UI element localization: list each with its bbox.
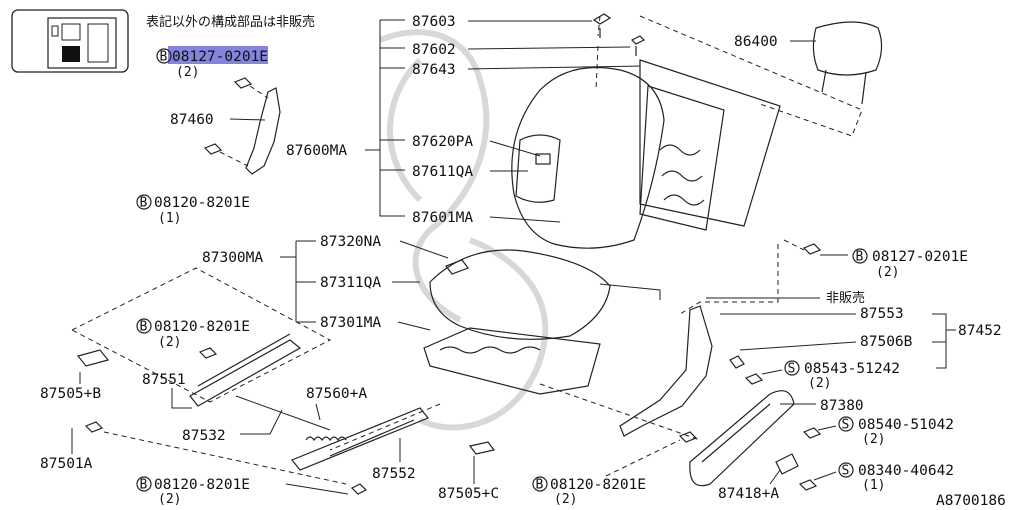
label-87553: 87553 (860, 306, 904, 322)
label-87611QA: 87611QA (412, 164, 473, 180)
fastener-f7-callout[interactable]: S 08340-40642 (1) (838, 462, 954, 493)
label-87300MA: 87300MA (202, 250, 263, 266)
seatback-drawing (511, 59, 781, 249)
label-87301MA: 87301MA (320, 315, 381, 331)
label-87532: 87532 (182, 428, 226, 444)
label-87460: 87460 (170, 112, 214, 128)
svg-text:08127-0201E: 08127-0201E (172, 49, 268, 65)
fastener-f5-callout[interactable]: S 08543-51242 (2) (784, 360, 900, 391)
svg-text:B: B (140, 478, 148, 493)
svg-text:(2): (2) (876, 265, 899, 280)
left-rail-drawing (189, 333, 302, 407)
svg-text:B: B (160, 50, 168, 65)
label-87620PA: 87620PA (412, 134, 473, 150)
svg-text:S: S (842, 418, 850, 433)
svg-text:B: B (140, 196, 148, 211)
fastener-f9-callout[interactable]: B 08120-8201E (2) (136, 476, 250, 507)
svg-text:08127-0201E: 08127-0201E (872, 249, 968, 265)
svg-text:S: S (788, 362, 796, 377)
svg-text:(2): (2) (176, 65, 199, 80)
label-87552: 87552 (372, 466, 416, 482)
label-87452: 87452 (958, 323, 1002, 339)
svg-text:08340-40642: 08340-40642 (858, 463, 954, 479)
svg-text:08120-8201E: 08120-8201E (154, 195, 250, 211)
label-87418A: 87418+A (718, 486, 779, 502)
label-87551: 87551 (142, 372, 186, 388)
watermark (378, 29, 549, 431)
label-87643: 87643 (412, 62, 456, 78)
label-87602: 87602 (412, 42, 456, 58)
svg-text:08543-51242: 08543-51242 (804, 361, 900, 377)
label-87320NA: 87320NA (320, 234, 381, 250)
side-cover-drawing (689, 390, 795, 487)
seat-locator-icon (11, 9, 129, 73)
svg-text:(2): (2) (158, 492, 181, 507)
svg-text:(2): (2) (808, 376, 831, 391)
fastener-f4-callout[interactable]: B 08120-8201E (2) (136, 318, 250, 350)
fastener-f8-callout[interactable]: B 08120-8201E (2) (532, 476, 646, 507)
fastener-f6-callout[interactable]: S 08540-51042 (2) (838, 416, 954, 447)
label-87505B: 87505+B (40, 386, 101, 402)
fastener-f1-callout[interactable]: B 08127-0201E (2) (156, 46, 268, 80)
seat-cushion-drawing (423, 249, 611, 395)
label-87601MA: 87601MA (412, 210, 473, 226)
label-87506B: 87506B (860, 334, 913, 350)
highlight-box (168, 46, 268, 64)
label-87603: 87603 (412, 14, 456, 30)
svg-text:08120-8201E: 08120-8201E (550, 477, 646, 493)
figure-id: A8700186 (936, 493, 1006, 509)
note-not-sold: 表記以外の構成部品は非販売 (146, 14, 315, 30)
label-86400: 86400 (734, 34, 778, 50)
svg-text:(1): (1) (862, 478, 885, 493)
label-87560A: 87560+A (306, 386, 367, 402)
svg-text:B: B (856, 250, 864, 265)
headrest-drawing (812, 21, 883, 105)
svg-text:B: B (536, 478, 544, 493)
svg-text:B: B (140, 320, 148, 335)
svg-text:08540-51042: 08540-51042 (858, 417, 954, 433)
label-87505C: 87505+C (438, 486, 499, 502)
fastener-f3-callout[interactable]: B 08127-0201E (2) (852, 248, 968, 280)
label-87501A: 87501A (40, 456, 93, 472)
svg-text:08120-8201E: 08120-8201E (154, 477, 250, 493)
svg-text:(2): (2) (158, 335, 181, 350)
svg-text:(2): (2) (554, 492, 577, 507)
svg-text:(2): (2) (862, 432, 885, 447)
label-87311QA: 87311QA (320, 275, 381, 291)
label-87600MA: 87600MA (286, 143, 347, 159)
svg-text:(1): (1) (158, 211, 181, 226)
right-rail-drawing (291, 407, 429, 495)
label-87380: 87380 (820, 398, 864, 414)
recliner-drawing (619, 305, 745, 437)
bracket-87460-drawing (203, 77, 281, 175)
fastener-f2-callout[interactable]: B 08120-8201E (1) (136, 194, 250, 226)
svg-text:S: S (842, 464, 850, 479)
svg-text:08120-8201E: 08120-8201E (154, 319, 250, 335)
note-not-sold-2: 非販売 (826, 290, 865, 306)
